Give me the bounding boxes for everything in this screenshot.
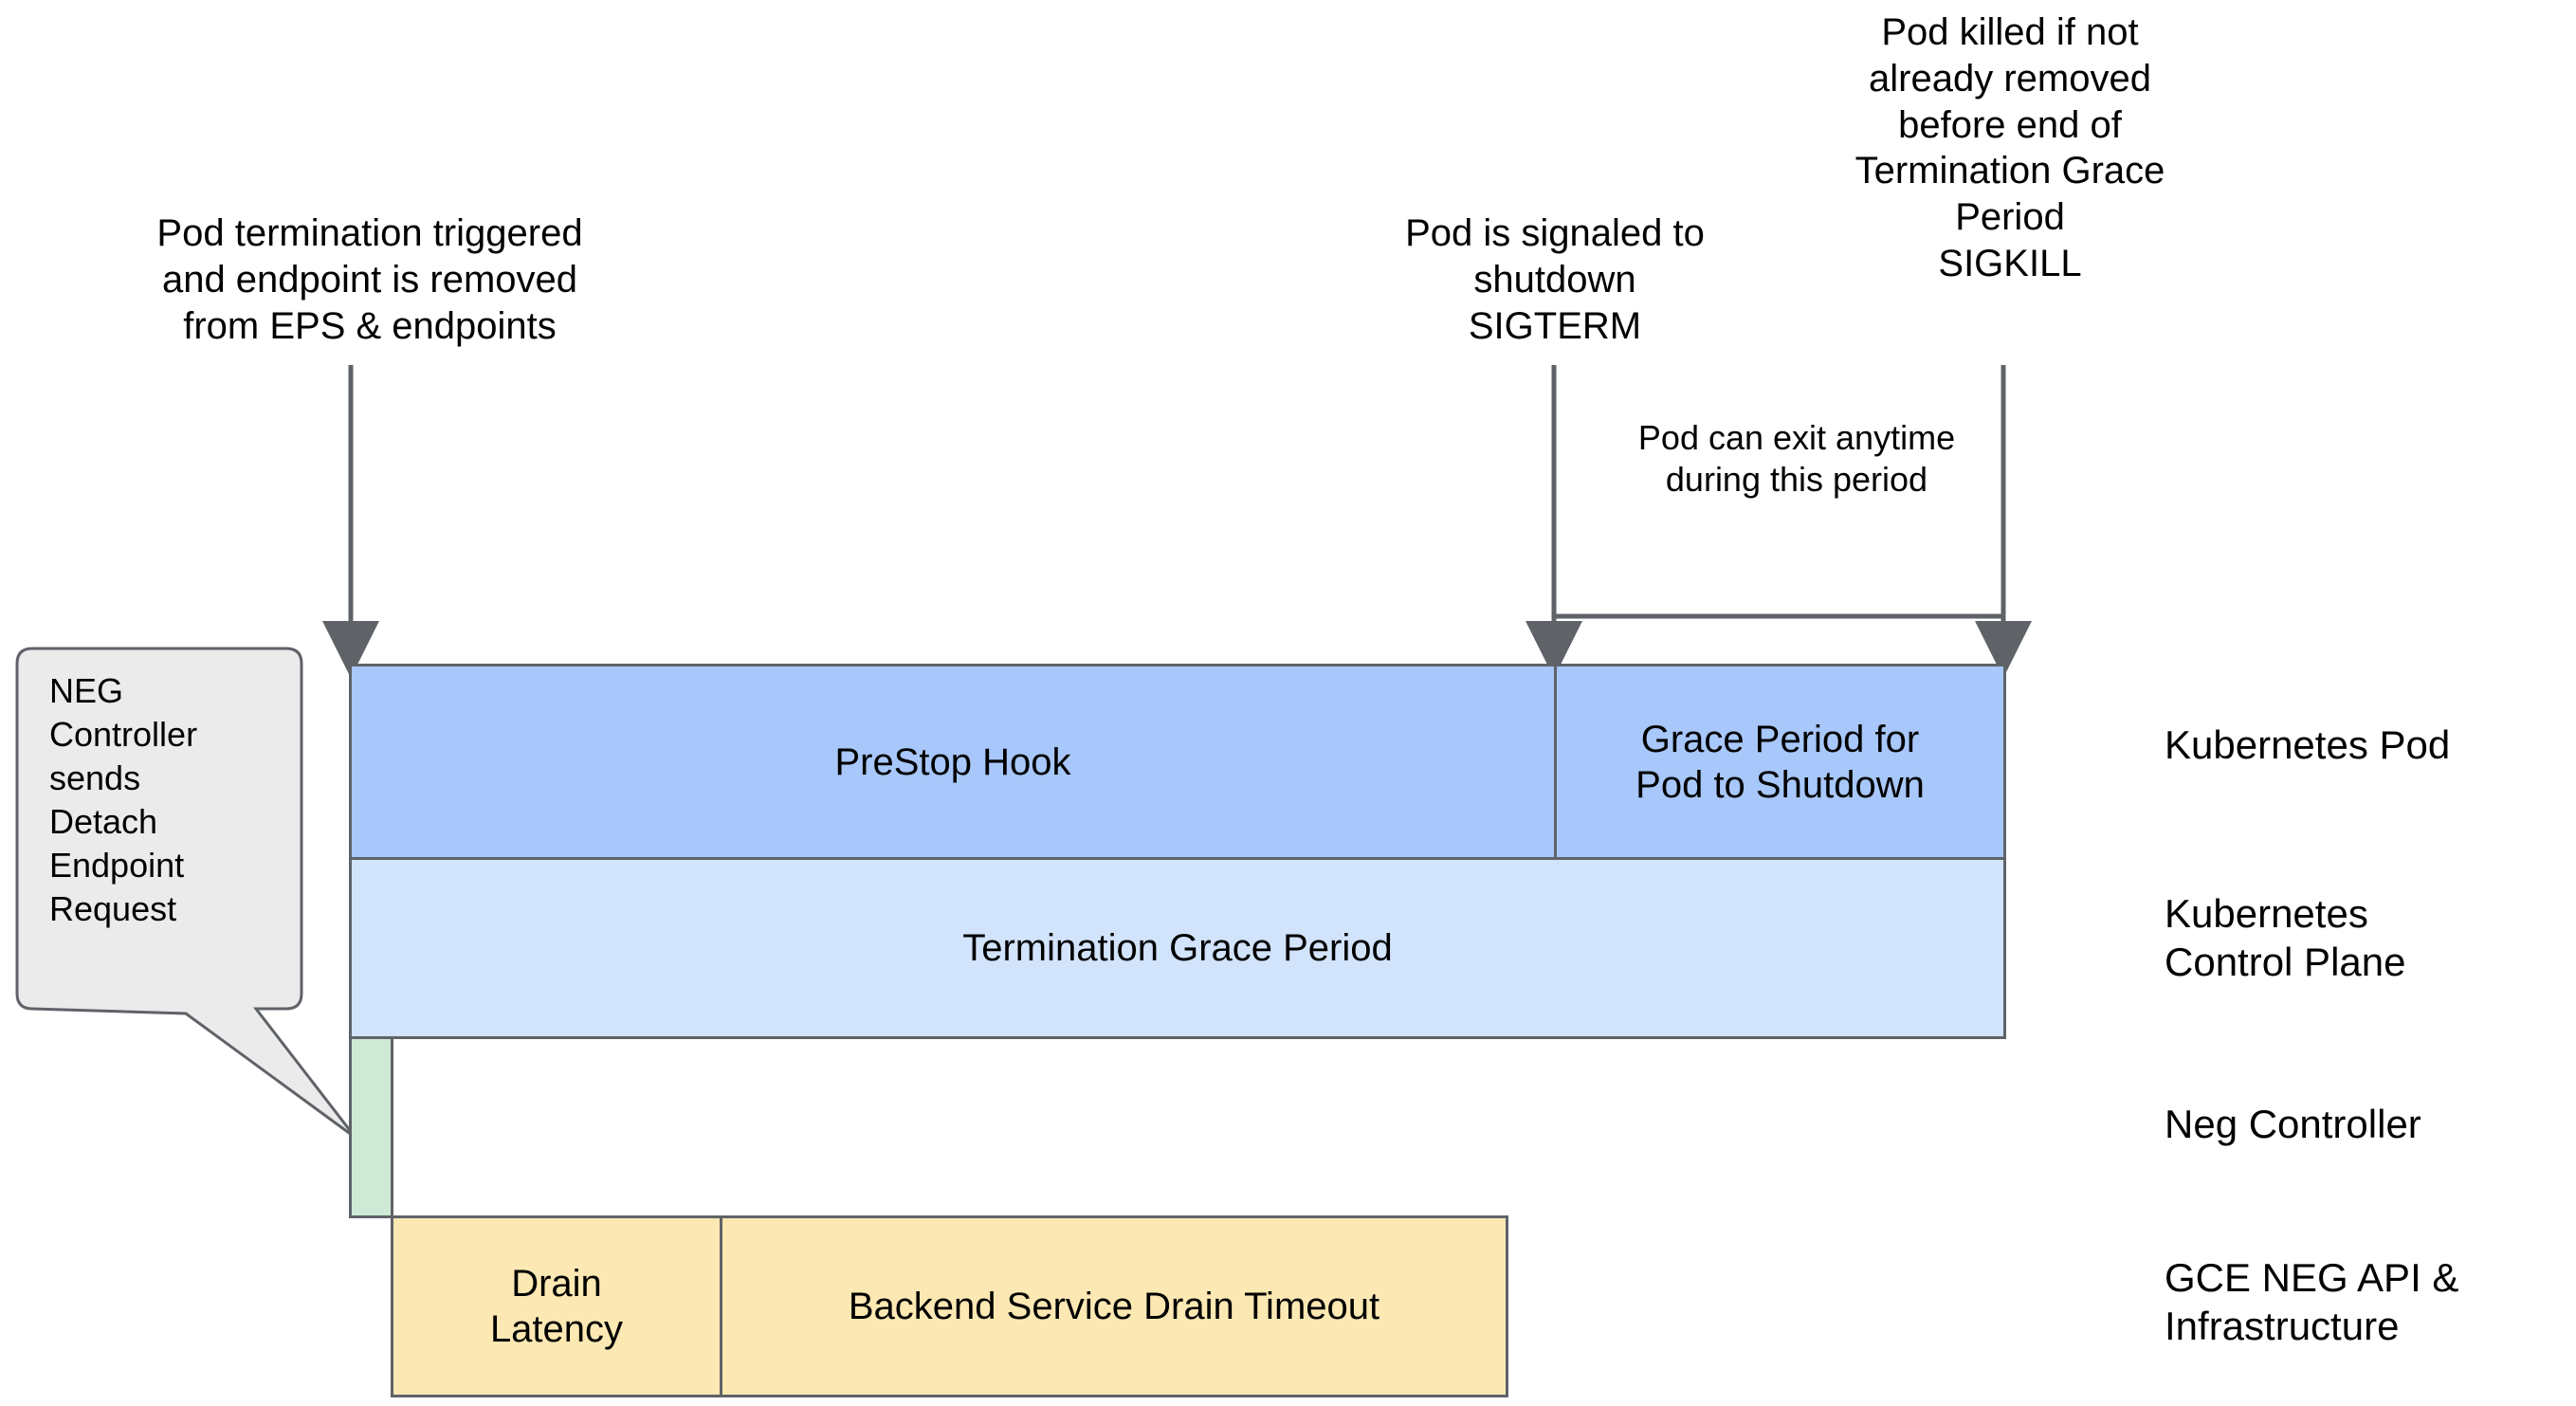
bar-label-line: Drain: [511, 1263, 602, 1305]
lane-label-line: GCE NEG API &: [2165, 1255, 2459, 1300]
annotation-line: before end of: [1898, 103, 2122, 146]
bar-label: Backend Service Drain Timeout: [848, 1286, 1380, 1327]
bar-label: Drain Latency: [490, 1261, 623, 1352]
bar-prestop-hook[interactable]: PreStop Hook: [349, 664, 1557, 860]
bar-termination-grace-period[interactable]: Termination Grace Period: [349, 857, 2006, 1039]
bar-label: Grace Period for Pod to Shutdown: [1635, 717, 1925, 808]
lane-label-line: Kubernetes: [2165, 891, 2368, 936]
bar-drain-latency[interactable]: Drain Latency: [391, 1215, 722, 1397]
bar-grace-period[interactable]: Grace Period for Pod to Shutdown: [1554, 664, 2006, 860]
annotation-line: SIGKILL: [1938, 242, 2082, 284]
callout-line: Endpoint: [49, 846, 185, 886]
lane-label-line: Control Plane: [2165, 940, 2406, 985]
annotation-pod-termination: Pod termination triggered and endpoint i…: [57, 210, 683, 349]
annotation-line: already removed: [1869, 57, 2151, 100]
bar-label-line: Latency: [489, 1308, 624, 1350]
bar-label-line: Grace Period for: [1640, 718, 1920, 760]
bar-label: PreStop Hook: [834, 740, 1071, 783]
callout-line: Request: [49, 889, 177, 929]
bar-label: Termination Grace Period: [962, 927, 1393, 969]
lane-label-line: Infrastructure: [2165, 1304, 2400, 1349]
callout-line: Detach: [49, 802, 158, 842]
annotation-line: Pod can exit anytime: [1637, 418, 1956, 457]
bar-backend-service-drain-timeout[interactable]: Backend Service Drain Timeout: [720, 1215, 1508, 1397]
callout-line: NEG: [49, 671, 124, 710]
bar-neg-controller[interactable]: [349, 1036, 393, 1218]
neg-callout-text: NEG Controller sends Detach Endpoint Req…: [49, 669, 286, 931]
annotation-line: Period: [1955, 196, 2065, 239]
annotation-sigkill: Pod killed if not already removed before…: [1801, 9, 2219, 287]
lane-label-gce-neg-api: GCE NEG API & Infrastructure: [2165, 1253, 2572, 1350]
annotation-line: shutdown: [1473, 258, 1636, 301]
callout-line: Controller: [49, 715, 198, 755]
lane-label-line: Kubernetes Pod: [2165, 722, 2451, 767]
annotation-sigterm: Pod is signaled to shutdown SIGTERM: [1285, 210, 1825, 349]
lane-label-neg-controller: Neg Controller: [2165, 1100, 2572, 1148]
annotation-line: during this period: [1665, 459, 1928, 499]
lane-label-line: Neg Controller: [2165, 1102, 2421, 1146]
annotation-line: Termination Grace: [1854, 150, 2165, 192]
annotation-line: Pod is signaled to: [1405, 212, 1705, 254]
bar-label-line: Pod to Shutdown: [1635, 763, 1925, 806]
annotation-line: SIGTERM: [1468, 304, 1642, 347]
annotation-line: Pod killed if not: [1881, 11, 2139, 53]
lane-label-kubernetes-control-plane: Kubernetes Control Plane: [2165, 889, 2572, 986]
annotation-line: Pod termination triggered: [156, 212, 583, 254]
callout-line: sends: [49, 758, 141, 798]
annotation-line: from EPS & endpoints: [183, 304, 557, 347]
lane-label-kubernetes-pod: Kubernetes Pod: [2165, 721, 2572, 769]
annotation-line: and endpoint is removed: [161, 258, 578, 301]
annotation-pod-exit: Pod can exit anytime during this period: [1574, 417, 2019, 501]
